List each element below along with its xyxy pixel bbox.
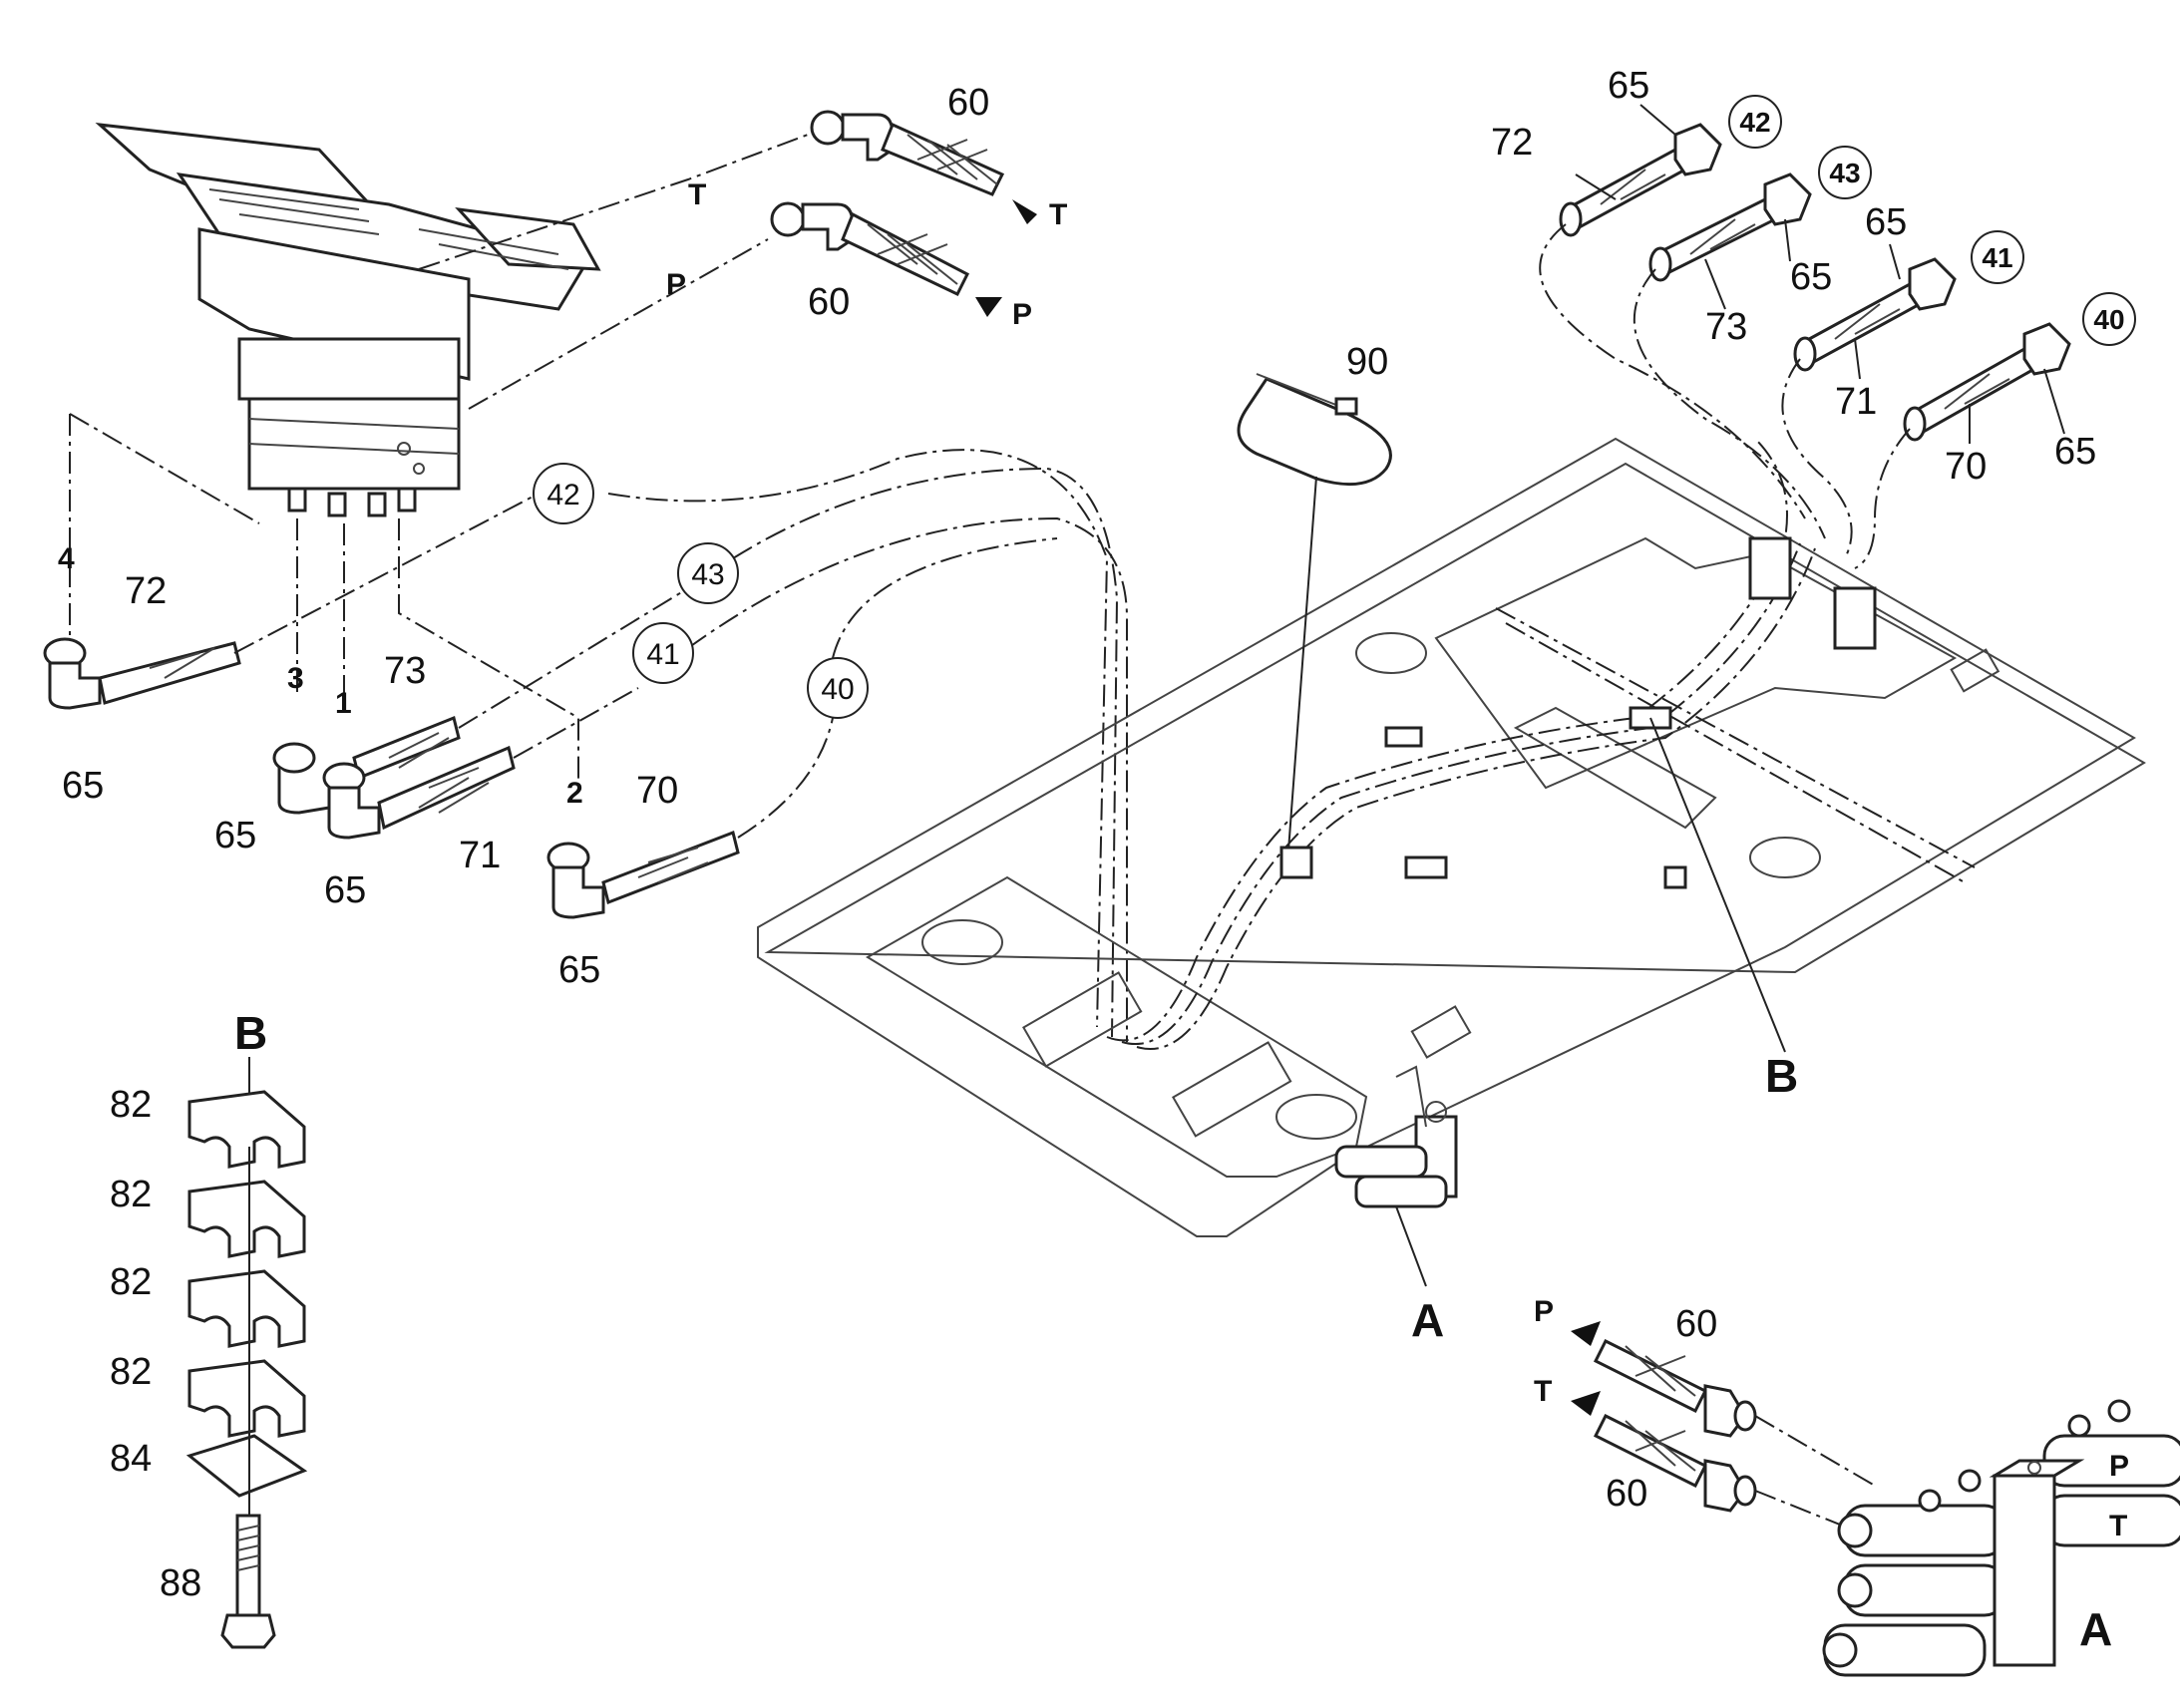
floor-plate xyxy=(757,437,2146,1237)
callout-41: 41 xyxy=(632,622,694,684)
dashline-P-top xyxy=(468,238,769,410)
label-port1: 1 xyxy=(335,687,352,720)
arrow-P-top xyxy=(975,297,1002,317)
svg-text:40: 40 xyxy=(2093,304,2124,335)
hose-60-T-bottom xyxy=(1571,1391,1757,1513)
arrow-P-bottom xyxy=(1571,1321,1601,1346)
svg-text:42: 42 xyxy=(1739,107,1770,138)
route-43 xyxy=(458,467,1119,1038)
label-65-r4: 65 xyxy=(2054,431,2096,473)
dashline-port4 xyxy=(69,413,260,653)
label-P-bottom: P xyxy=(1534,1295,1554,1328)
label-B-top: B xyxy=(234,1007,267,1059)
svg-text:43: 43 xyxy=(1829,158,1860,188)
label-65-r1: 65 xyxy=(1608,65,1649,107)
clamp-82-1 xyxy=(187,1090,306,1169)
label-65-b: 65 xyxy=(214,815,256,856)
label-60-mid: 60 xyxy=(808,281,850,323)
callout-40: 40 xyxy=(807,657,869,719)
label-P-block: P xyxy=(2109,1450,2129,1483)
hose-73-right xyxy=(1648,172,1812,282)
label-T-top1: T xyxy=(688,178,706,211)
label-72-right: 72 xyxy=(1491,122,1533,164)
label-B-right: B xyxy=(1765,1050,1798,1102)
label-60-bottom2: 60 xyxy=(1606,1473,1647,1515)
label-T-top2: T xyxy=(1049,198,1067,231)
route-40 xyxy=(737,537,1058,839)
arrow-T-top xyxy=(1012,199,1037,224)
floor-route xyxy=(1106,438,1788,1042)
hose-60-T-top xyxy=(810,110,1037,224)
label-65-c: 65 xyxy=(324,869,366,911)
svg-text:42: 42 xyxy=(546,479,579,512)
label-73-left: 73 xyxy=(384,650,426,692)
hose-60-P-bottom xyxy=(1571,1321,1757,1438)
hose-72-left xyxy=(43,637,241,710)
hose-71-right xyxy=(1793,257,1957,372)
label-65-r2: 65 xyxy=(1790,256,1832,298)
callout-42: 42 xyxy=(533,463,594,524)
svg-text:43: 43 xyxy=(691,558,724,591)
svg-text:40: 40 xyxy=(821,673,854,706)
label-70-right: 70 xyxy=(1945,446,1987,488)
svg-text:41: 41 xyxy=(646,638,679,671)
label-71-right: 71 xyxy=(1835,381,1877,423)
label-65-r3: 65 xyxy=(1865,201,1907,243)
route-41 xyxy=(513,516,1128,1042)
clamp-82-4 xyxy=(187,1359,306,1438)
hose-70-left xyxy=(546,830,740,919)
svg-text:41: 41 xyxy=(1982,242,2012,273)
clamp-82-3 xyxy=(187,1269,306,1348)
callout-43-right: 43 xyxy=(1818,146,1872,199)
label-P-top1: P xyxy=(666,268,686,301)
label-65-a: 65 xyxy=(62,765,104,807)
label-T-bottom: T xyxy=(1534,1375,1552,1408)
label-73-right: 73 xyxy=(1705,306,1747,348)
label-A-bottom: A xyxy=(2079,1603,2112,1655)
label-84: 84 xyxy=(110,1438,152,1480)
label-port4: 4 xyxy=(58,542,75,575)
label-port3: 3 xyxy=(287,662,304,695)
pedal-valve xyxy=(95,122,601,517)
label-70-left: 70 xyxy=(636,770,678,812)
label-82-3: 82 xyxy=(110,1261,152,1303)
plate-84 xyxy=(185,1434,308,1498)
hose-60-P-top xyxy=(770,201,1002,317)
connector-block-plate xyxy=(1334,1065,1458,1208)
bolt-88 xyxy=(220,1514,276,1649)
label-A-mid: A xyxy=(1411,1294,1444,1346)
label-T-block: T xyxy=(2109,1510,2127,1542)
callout-43: 43 xyxy=(677,542,739,604)
label-72-left: 72 xyxy=(125,570,167,612)
callout-42-right: 42 xyxy=(1728,95,1782,149)
label-71-left: 71 xyxy=(459,835,501,876)
label-60-top: 60 xyxy=(947,82,989,124)
label-82-2: 82 xyxy=(110,1174,152,1215)
clamp-82-2 xyxy=(187,1180,306,1258)
hose-71-left xyxy=(322,745,516,840)
label-P-top2: P xyxy=(1012,298,1032,331)
dashline-port2 xyxy=(398,518,579,783)
callout-40-right: 40 xyxy=(2082,292,2136,346)
hose-72-right xyxy=(1559,123,1722,237)
leader-A-mid xyxy=(1395,1205,1427,1287)
leader-B-right xyxy=(1649,717,1786,1053)
hose-70-right xyxy=(1903,322,2071,442)
label-82-4: 82 xyxy=(110,1351,152,1393)
callout-41-right: 41 xyxy=(1971,230,2024,284)
label-65-d: 65 xyxy=(558,949,600,991)
arrow-T-bottom xyxy=(1571,1391,1601,1416)
label-88: 88 xyxy=(160,1562,201,1604)
route-42 xyxy=(233,449,1109,1028)
tie-strap-90 xyxy=(1237,373,1392,879)
label-port2: 2 xyxy=(566,777,583,810)
label-90: 90 xyxy=(1346,341,1388,383)
label-82-1: 82 xyxy=(110,1084,152,1126)
label-60-bottom1: 60 xyxy=(1675,1303,1717,1345)
dashline-T-top xyxy=(418,134,809,270)
connector-block-detail xyxy=(1822,1399,2180,1677)
